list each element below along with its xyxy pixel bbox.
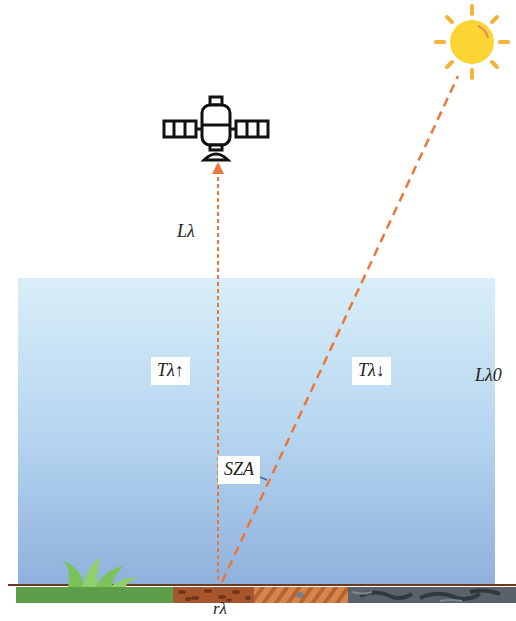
sun-icon: [436, 6, 508, 78]
symbol-label: Tλ↓: [358, 360, 385, 382]
text-box: Tλ↑: [151, 357, 190, 385]
ground-strip: [8, 585, 516, 603]
arrow-head: [212, 162, 224, 174]
text-box: SZA: [218, 456, 260, 484]
upwelling-ray: [217, 172, 219, 580]
symbol-label: SZA: [224, 459, 254, 481]
symbol-label: Lλ: [177, 221, 195, 243]
satellite-icon: [164, 97, 268, 160]
grass-tuft: [62, 558, 138, 587]
sun-ray: [222, 76, 458, 582]
symbol-label: rλ: [213, 599, 227, 619]
text-box: Tλ↓: [352, 357, 391, 385]
symbol-label: Lλ0: [475, 365, 502, 387]
atmosphere-band: [18, 278, 495, 586]
symbol-label: Tλ↑: [157, 360, 184, 382]
